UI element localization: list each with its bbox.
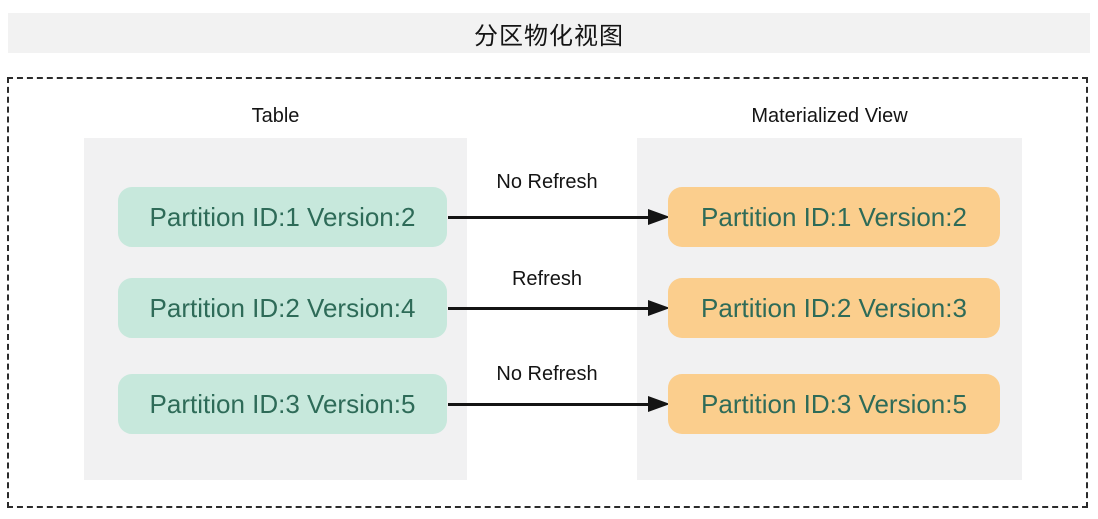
arrow-head-icon-3	[648, 396, 670, 412]
table-column-label: Table	[251, 105, 300, 127]
arrow-line-2	[448, 307, 650, 310]
table-partition-box-2: Partition ID:2 Version:4	[118, 278, 447, 338]
diagram-title: 分区物化视图	[474, 22, 624, 50]
table-partition-box-3: Partition ID:3 Version:5	[118, 374, 447, 434]
arrow-label-2: Refresh	[511, 268, 583, 290]
title-bar: 分区物化视图	[8, 13, 1090, 53]
arrow-line-1	[448, 216, 650, 219]
diagram-dashed-frame	[7, 77, 1088, 508]
arrow-line-3	[448, 403, 650, 406]
arrow-head-icon-2	[648, 300, 670, 316]
arrow-head-icon-1	[648, 209, 670, 225]
view-partition-box-3: Partition ID:3 Version:5	[668, 374, 1000, 434]
materialized-view-column-label: Materialized View	[751, 105, 908, 127]
arrow-label-3: No Refresh	[496, 363, 598, 385]
arrow-label-1: No Refresh	[496, 171, 598, 193]
view-partition-box-2: Partition ID:2 Version:3	[668, 278, 1000, 338]
view-partition-box-1: Partition ID:1 Version:2	[668, 187, 1000, 247]
table-partition-box-1: Partition ID:1 Version:2	[118, 187, 447, 247]
